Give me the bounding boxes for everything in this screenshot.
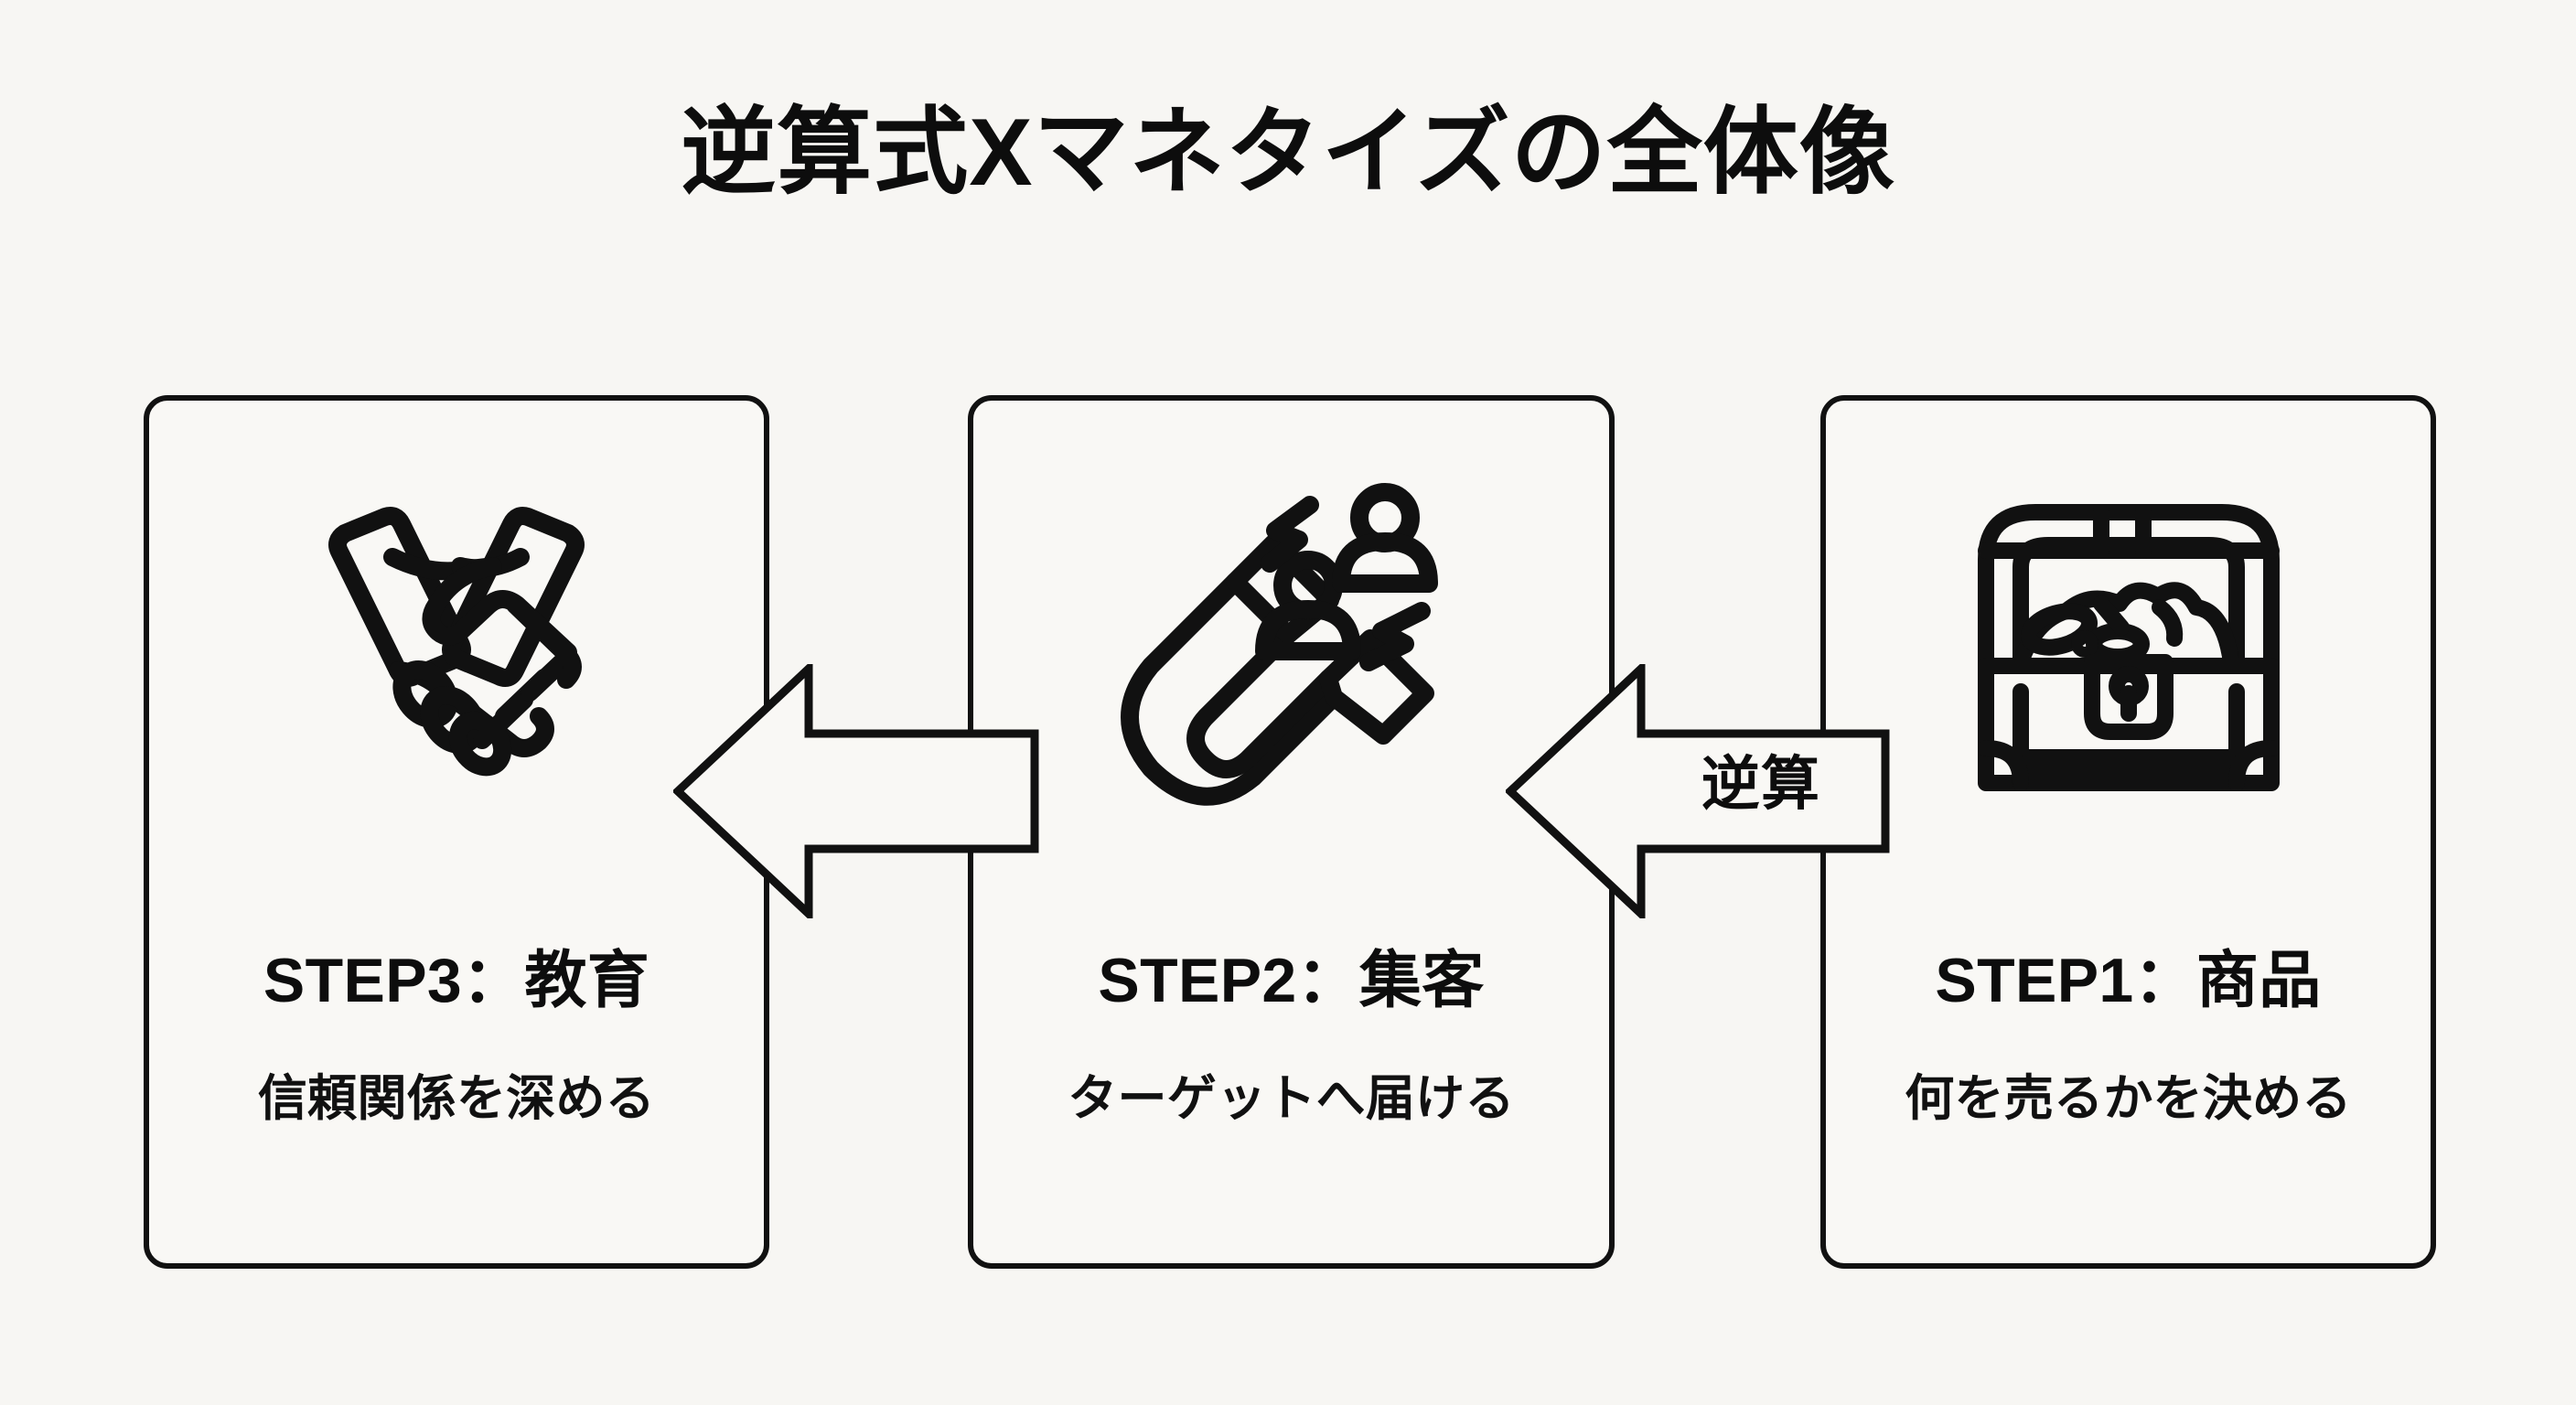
magnet-attract-people-icon — [973, 401, 1609, 895]
card-step1[interactable]: STEP1：商品 何を売るかを決める — [1820, 395, 2436, 1269]
arrow-label-gyakusan: 逆算 — [1701, 751, 1821, 817]
card-step2-subtitle: ターゲットへ届ける — [1068, 1071, 1515, 1126]
card-step2-title: STEP2：集客 — [1098, 946, 1485, 1015]
treasure-chest-icon — [1826, 401, 2431, 895]
card-step3[interactable]: STEP3：教育 信頼関係を深める — [144, 395, 769, 1269]
handshake-icon — [149, 401, 764, 895]
arrow-step2-to-step3 — [673, 664, 1039, 918]
card-step3-subtitle: 信頼関係を深める — [257, 1071, 656, 1126]
arrow-step1-to-step2 — [1506, 664, 1890, 918]
card-step1-title: STEP1：商品 — [1935, 946, 2322, 1015]
card-step3-title: STEP3：教育 — [263, 946, 650, 1015]
card-step2[interactable]: STEP2：集客 ターゲットへ届ける — [968, 395, 1615, 1269]
card-step1-subtitle: 何を売るかを決める — [1905, 1071, 2352, 1126]
page-title: 逆算式Xマネタイズの全体像 — [681, 100, 1895, 206]
